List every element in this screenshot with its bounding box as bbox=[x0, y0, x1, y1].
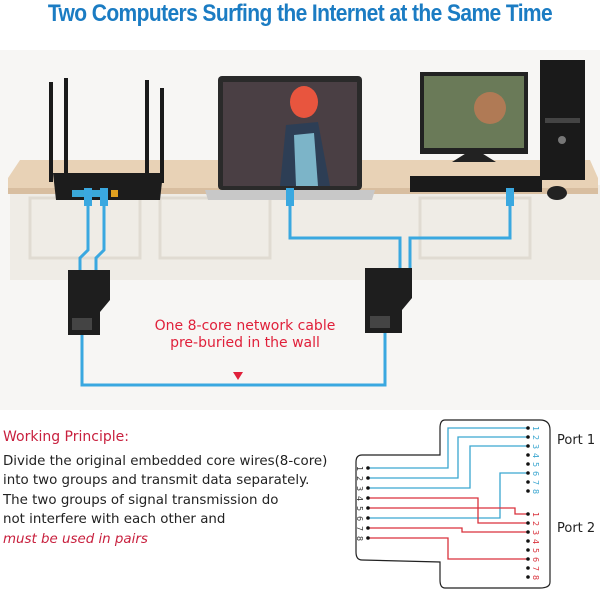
port2-pin-dot bbox=[526, 566, 530, 570]
wire-port2 bbox=[368, 537, 528, 560]
port2-pin-dot bbox=[526, 575, 530, 579]
port1-pin-dot bbox=[526, 480, 530, 484]
port1-pin-number: 5 bbox=[531, 462, 540, 467]
mouse bbox=[547, 186, 567, 200]
wire-port1 bbox=[368, 427, 528, 469]
principle-line: Divide the original embedded core wires(… bbox=[3, 453, 328, 469]
port2-pin-dot bbox=[526, 521, 530, 525]
port2-pin-number: 8 bbox=[531, 575, 540, 580]
desk-scene bbox=[0, 50, 600, 410]
port2-pin-dot bbox=[526, 557, 530, 561]
wire-port2 bbox=[368, 527, 528, 533]
network-cables bbox=[78, 205, 512, 387]
port2-pin-dot bbox=[526, 512, 530, 516]
port2-pin-dot bbox=[526, 548, 530, 552]
cable-note-line1: One 8-core network cable bbox=[154, 318, 336, 334]
cabinet bbox=[10, 185, 600, 280]
left-pin-dot bbox=[366, 526, 370, 530]
left-pin-number: 3 bbox=[355, 486, 364, 491]
port1-pin-number: 2 bbox=[531, 435, 540, 440]
port1-pin-number: 4 bbox=[531, 453, 540, 458]
port1-pin-dot bbox=[526, 426, 530, 430]
port2-label: Port 2 bbox=[557, 521, 596, 536]
splitter-adapter-left bbox=[68, 270, 110, 335]
port1-pin-number: 8 bbox=[531, 489, 540, 494]
port1-pin-dot bbox=[526, 435, 530, 439]
port2-pin-dot bbox=[526, 539, 530, 543]
pc-tower bbox=[540, 60, 585, 180]
port2-pin-number: 6 bbox=[531, 557, 540, 562]
working-principle-heading: Working Principle: bbox=[3, 429, 129, 445]
left-pin-dot bbox=[366, 496, 370, 500]
port2-pin-number: 3 bbox=[531, 530, 540, 535]
left-pin-dot bbox=[366, 536, 370, 540]
laptop bbox=[205, 76, 375, 200]
wire-port1 bbox=[368, 472, 528, 519]
port2-pin-number: 4 bbox=[531, 539, 540, 544]
left-pin-number: 7 bbox=[355, 526, 364, 531]
principle-line: into two groups and transmit data separa… bbox=[3, 473, 310, 488]
left-pin-number: 5 bbox=[355, 506, 364, 511]
cable-note: One 8-core network cable pre-buried in t… bbox=[130, 318, 360, 352]
left-pin-dot bbox=[366, 506, 370, 510]
port1-label: Port 1 bbox=[557, 433, 596, 448]
port1-pin-dot bbox=[526, 489, 530, 493]
left-pin-dot bbox=[366, 516, 370, 520]
working-principle: Working Principle: Divide the original e… bbox=[3, 428, 353, 549]
principle-line: not interfere with each other and bbox=[3, 512, 226, 527]
port1-pin-number: 3 bbox=[531, 444, 540, 449]
page-title: Two Computers Surfing the Internet at th… bbox=[47, 0, 553, 27]
port1-pin-dot bbox=[526, 453, 530, 457]
desktop-monitor bbox=[410, 72, 567, 200]
splitter-adapter-right bbox=[365, 268, 412, 333]
principle-line: The two groups of signal transmission do bbox=[3, 492, 279, 508]
port2-pin-number: 7 bbox=[531, 566, 540, 571]
port2-pin-number: 2 bbox=[531, 521, 540, 526]
left-pin-dot bbox=[366, 476, 370, 480]
down-arrow-icon bbox=[233, 372, 243, 380]
port2-pin-number: 5 bbox=[531, 548, 540, 553]
port1-pin-dot bbox=[526, 462, 530, 466]
port2-pin-number: 1 bbox=[531, 512, 540, 517]
principle-emphasis: must be used in pairs bbox=[3, 531, 148, 547]
port1-pin-dot bbox=[526, 471, 530, 475]
cable-note-line2: pre-buried in the wall bbox=[170, 335, 320, 351]
wire-port2 bbox=[368, 507, 528, 515]
left-pin-number: 6 bbox=[355, 516, 364, 521]
left-pin-number: 2 bbox=[355, 476, 364, 481]
wire-port1 bbox=[368, 436, 528, 479]
port2-pin-dot bbox=[526, 530, 530, 534]
left-pin-number: 1 bbox=[355, 466, 364, 471]
port1-pin-dot bbox=[526, 444, 530, 448]
port1-pin-number: 7 bbox=[531, 480, 540, 485]
left-pin-dot bbox=[366, 466, 370, 470]
port1-pin-number: 1 bbox=[531, 426, 540, 431]
left-pin-dot bbox=[366, 486, 370, 490]
wire-port2 bbox=[368, 497, 528, 524]
left-pin-number: 8 bbox=[355, 536, 364, 541]
port1-pin-number: 6 bbox=[531, 471, 540, 476]
connector-outline bbox=[355, 419, 551, 589]
left-pin-number: 4 bbox=[355, 496, 364, 501]
wire-port1 bbox=[368, 445, 528, 489]
